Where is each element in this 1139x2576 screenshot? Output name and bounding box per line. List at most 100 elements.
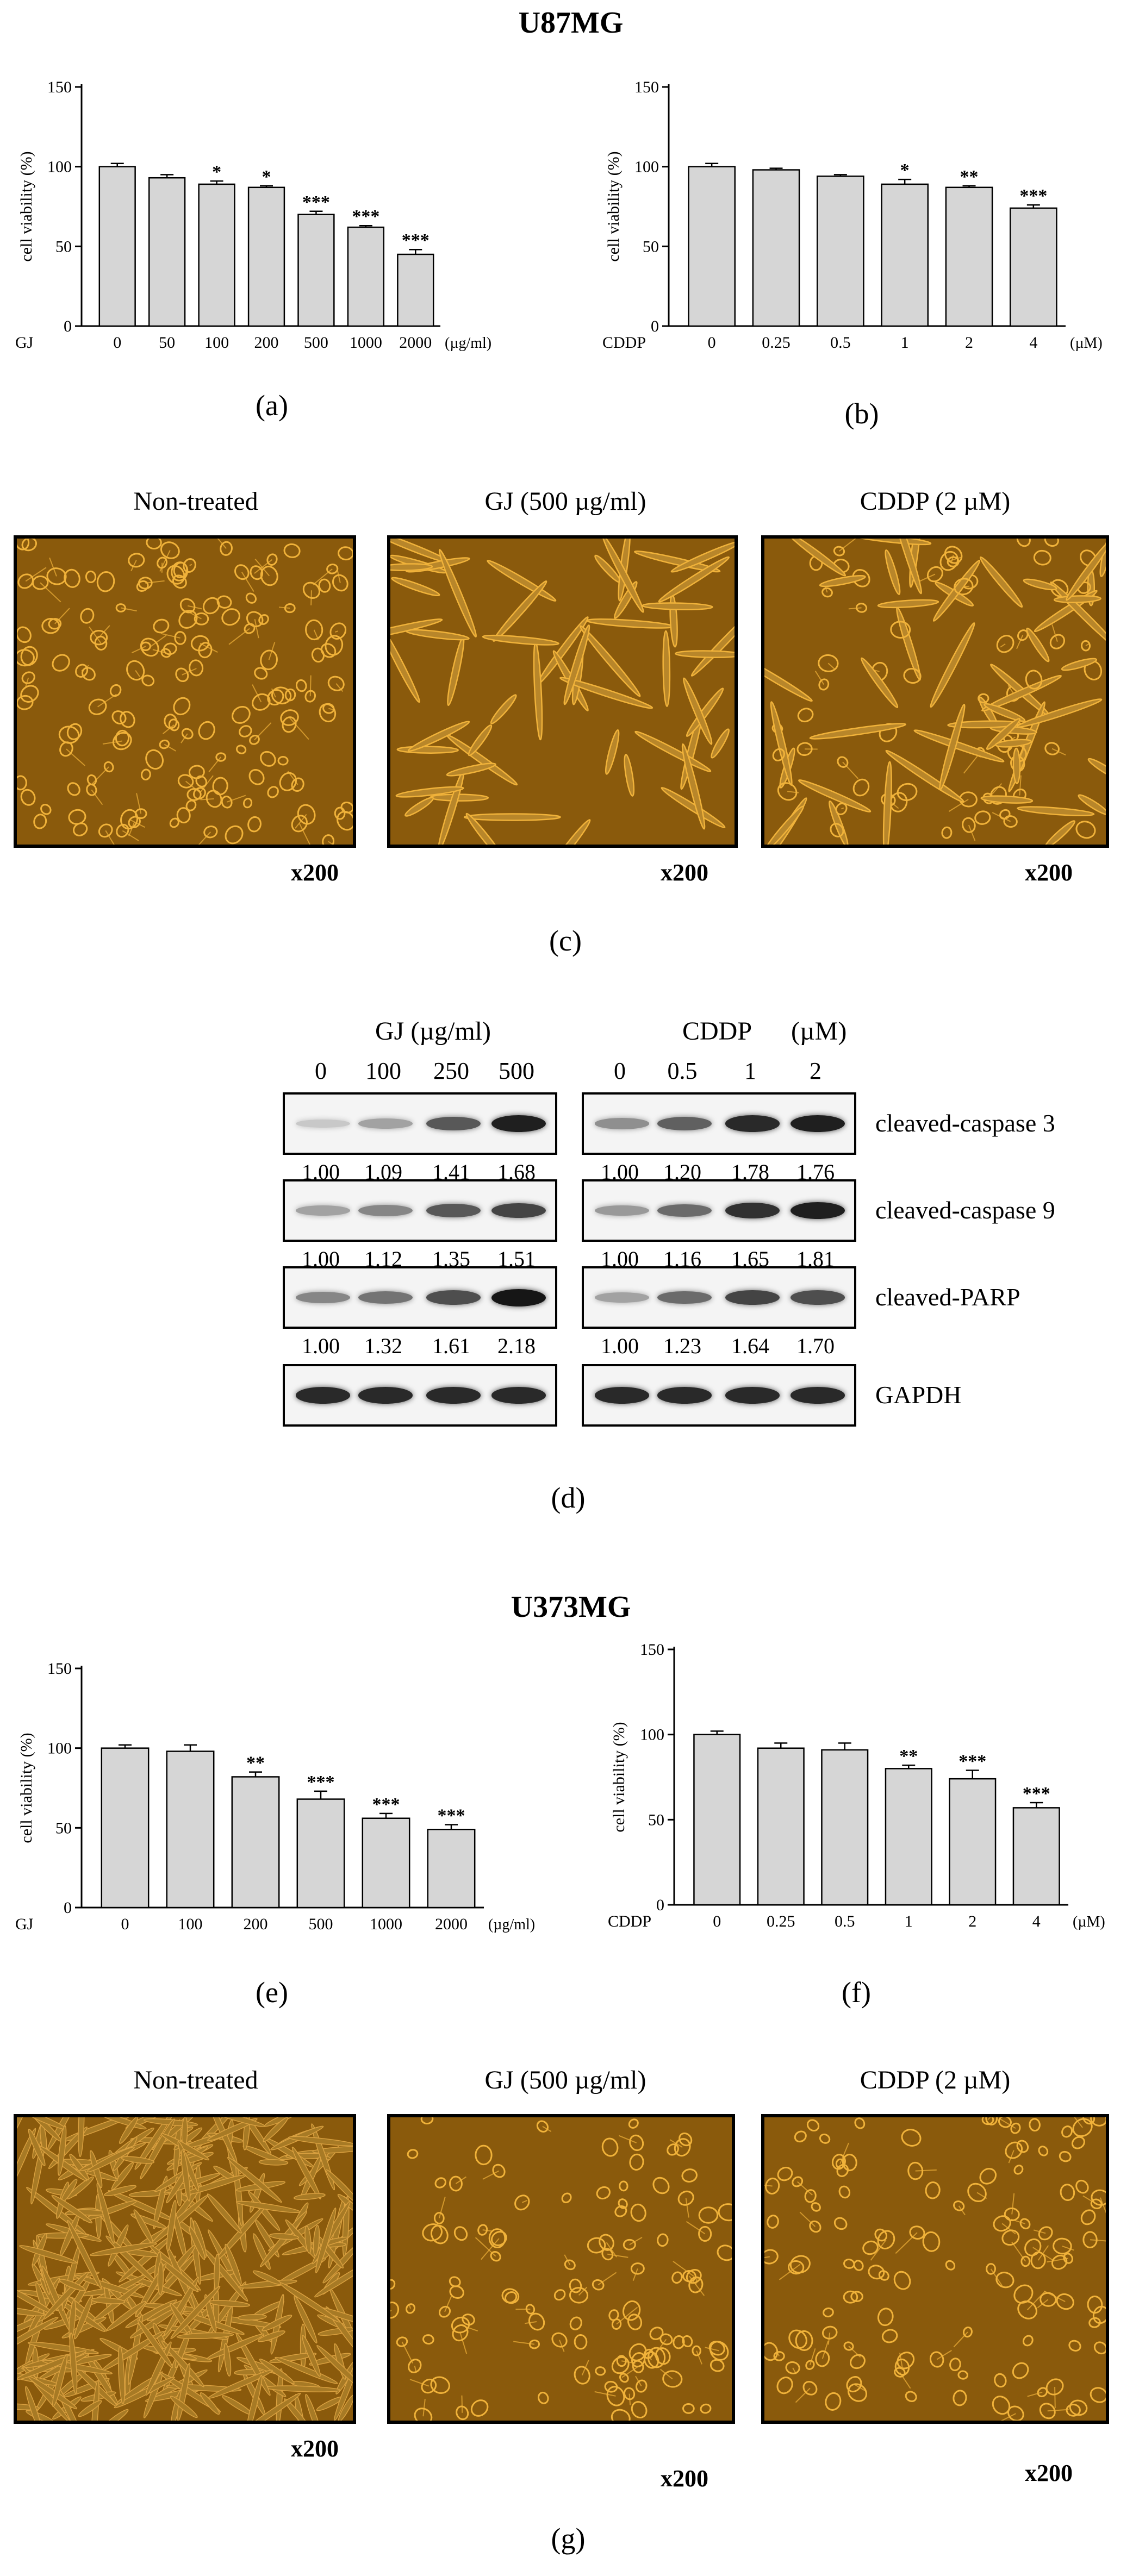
cell [59,2279,85,2291]
cell [17,2117,29,2142]
cell [257,2330,285,2342]
cell [28,2128,46,2166]
significance-marker: *** [372,1795,400,1815]
cell [169,817,179,828]
x-tick-label: 0.25 [762,334,791,352]
cell [1038,2146,1049,2156]
blot-band [725,1202,780,1219]
bar [148,177,186,327]
bar [397,253,434,327]
cell [868,2265,885,2280]
cell [21,539,37,552]
cell [847,2383,868,2402]
cell-process [40,582,61,603]
cell [51,2194,92,2224]
cell-process [1051,748,1066,756]
band-quantification: 1.23 [663,1334,701,1358]
cell [90,2380,99,2421]
cell [1044,820,1076,845]
cell [422,2223,443,2242]
cell [885,749,964,803]
cell [17,695,34,710]
cell [488,2228,506,2248]
cell-process [838,539,857,552]
cell [1026,627,1050,662]
cell [595,2366,606,2376]
cell [1029,2118,1041,2132]
cell-process [629,2236,643,2246]
cell-process [444,2296,452,2312]
cell [1019,2218,1031,2230]
cell [390,563,433,571]
cell-process [226,795,246,803]
blot-band [657,1387,712,1404]
cell [46,567,67,585]
cell [718,2203,732,2222]
cell-process [948,799,969,812]
cell [176,2332,234,2339]
cell [173,561,188,579]
cell [619,2180,628,2192]
blot-band [296,1387,350,1404]
cell [985,2117,998,2125]
cell [979,2168,997,2185]
cell-process [1011,2241,1026,2262]
cell-process [241,572,254,592]
cell [85,570,97,583]
band-quantification: 2.18 [497,1334,536,1358]
cell [587,2237,606,2254]
cell [677,2190,694,2206]
cell-process [963,585,970,587]
cell [1017,2300,1037,2319]
cell [1072,2118,1093,2137]
cell [1061,2125,1073,2138]
cell [877,599,939,609]
band-quantification: 1.64 [731,1334,769,1358]
cell [170,2286,221,2340]
cell [190,635,210,652]
x-tick-label: 0.25 [767,1912,795,1930]
cell [25,2386,43,2421]
cell-process [200,642,218,653]
cell [271,686,292,705]
cell-process [182,668,197,676]
cell [189,659,204,677]
x-tick-label: 1 [905,1912,913,1930]
cell [850,2291,863,2303]
cell [33,814,47,829]
cell [922,2231,941,2252]
cell-process [164,743,176,752]
cell [188,765,205,779]
cell [682,2335,693,2348]
cell [772,748,785,761]
cell [20,789,36,806]
y-tick-label: 50 [55,237,72,255]
cell [20,646,38,666]
blot-row-label: cleaved-PARP [875,1283,1020,1311]
cell [490,694,517,724]
cell [1061,658,1098,671]
cell [788,2260,805,2275]
cell [250,565,264,580]
panel-label-a: (a) [256,389,288,422]
cell [1005,2141,1023,2159]
cell [819,2133,831,2144]
cell [767,2215,779,2229]
cell [787,539,847,577]
cell-process [1062,2246,1074,2251]
cell-process [130,560,137,572]
cell [297,804,316,825]
cell [862,2240,879,2255]
cell [980,795,1034,804]
blot-band [491,1289,546,1306]
cell [630,2262,645,2275]
cell [692,2345,701,2356]
cell [64,568,80,588]
cell-process [25,677,29,687]
cell-process [105,830,115,845]
cell-process [899,2353,903,2367]
blot-band [296,1120,350,1128]
cell [792,2176,804,2187]
blot-band [657,1204,712,1217]
